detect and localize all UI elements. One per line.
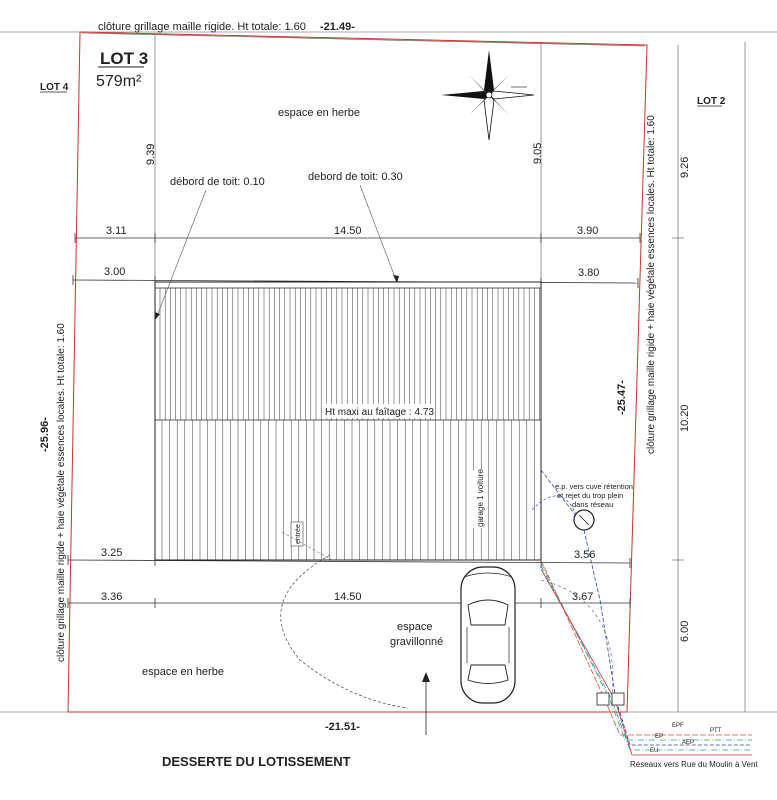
fence-top-label: clôture grillage maille rigide. Ht total…: [98, 21, 306, 33]
dim-row1-mid: 14.50: [334, 225, 362, 237]
roof-lines-lower: [161, 420, 535, 560]
rainwater-pipe-curve: [531, 495, 577, 515]
entry-door: [290, 521, 304, 547]
rainwater-label-line2: et rejet du trop plein: [557, 491, 623, 500]
overhang-left-leader: [156, 189, 207, 317]
dim-row4-right: 3.67: [572, 591, 593, 603]
overhang-right-arrowhead: [393, 275, 399, 283]
fence-top: [81, 32, 646, 47]
dim-row1-right: 3.90: [577, 225, 598, 237]
zone-grass-bottom: espace en herbe: [142, 666, 224, 678]
plot-boundary: [67, 31, 648, 713]
network-box-2: [611, 692, 625, 706]
network-lines: [540, 529, 752, 756]
dim-right-top: 9.26: [679, 157, 691, 178]
network-line-ep: [583, 529, 752, 746]
network-label-epf: EPF: [672, 723, 684, 729]
entry-label: entrée: [295, 524, 302, 544]
overhang-left-arrowhead: [155, 312, 160, 320]
dim-row4-mid: 14.50: [334, 591, 362, 603]
dim-row3-right: 3.56: [574, 549, 595, 561]
ridge-height-label: Ht maxi au faîtage : 4.73: [325, 407, 434, 418]
overhang-right-label: debord de toit: 0.30: [308, 171, 403, 183]
dim-setback-top-left: 9.39: [145, 144, 157, 165]
rainwater-label-line1: e.p. vers cuve rétention: [555, 482, 633, 491]
access-arrow-head-icon: [422, 672, 430, 682]
dim-row4-left: 3.36: [101, 591, 122, 603]
boundary-top-length: -21.49-: [320, 21, 355, 33]
zone-grass-top: espace en herbe: [278, 107, 360, 119]
road-label: DESSERTE DU LOTISSEMENT: [162, 754, 351, 769]
neighbor-left-label: LOT 4: [40, 82, 69, 93]
neighbor-right-label: LOT 2: [697, 96, 726, 107]
overhang-left-label: débord de toit: 0.10: [170, 176, 265, 188]
boundary-bottom-length: -21.51-: [325, 721, 360, 733]
driveway-curve: [280, 554, 409, 709]
fence-left-label: clôture grillage maille rigide + haie vé…: [56, 323, 67, 662]
network-line-epf: [540, 559, 752, 736]
network-label-ptt: PTT: [710, 728, 722, 734]
dim-setback-top-right: 9.05: [532, 143, 544, 164]
entry-path-line: [281, 531, 333, 561]
garage-label-bg: [473, 470, 487, 528]
networks-caption: Réseaux vers Rue du Moulin à Vent: [630, 760, 758, 769]
network-line-curve: [540, 579, 614, 695]
rainwater-label-line3: dans réseau: [572, 500, 613, 509]
network-label-aep: AEP: [682, 740, 694, 746]
ridge-label-bg: [322, 404, 434, 418]
rainwater-pipe-in: [540, 469, 577, 517]
garage-label: garage 1 voiture: [476, 469, 485, 527]
network-line-ptt: [540, 562, 752, 741]
roof-lines-upper: [159, 288, 540, 420]
car-icon: [460, 566, 516, 704]
network-label-eu: EU: [650, 748, 658, 754]
lot-area: 579m²: [96, 73, 142, 90]
boundary-right-length: -25.47-: [616, 380, 628, 415]
network-line-eu: [540, 568, 752, 756]
dim-row3-left: 3.25: [101, 547, 122, 559]
dim-right-mid: 10.20: [679, 404, 691, 432]
boundary-left-length: -25.96-: [39, 417, 51, 452]
dim-right-bottom: 6.00: [679, 621, 691, 642]
network-box-1: [596, 692, 610, 706]
rainwater-tank-mark: [578, 514, 590, 526]
dim-row2-right: 3.80: [578, 267, 599, 279]
network-line-aep: [540, 565, 752, 751]
dim-row1-left: 3.11: [106, 225, 127, 237]
zone-gravel-line1: espace: [397, 621, 432, 633]
zone-gravel-line2: gravillonné: [390, 636, 443, 648]
network-label-ep: EP: [655, 734, 663, 740]
dim-row2-left: 3.00: [104, 266, 125, 278]
north-arrow-icon: [441, 50, 535, 141]
lot-title: LOT 3: [100, 49, 148, 68]
fence-right-label: clôture grillage maille rigide + haie vé…: [646, 115, 657, 454]
overhang-right-leader: [359, 184, 397, 281]
